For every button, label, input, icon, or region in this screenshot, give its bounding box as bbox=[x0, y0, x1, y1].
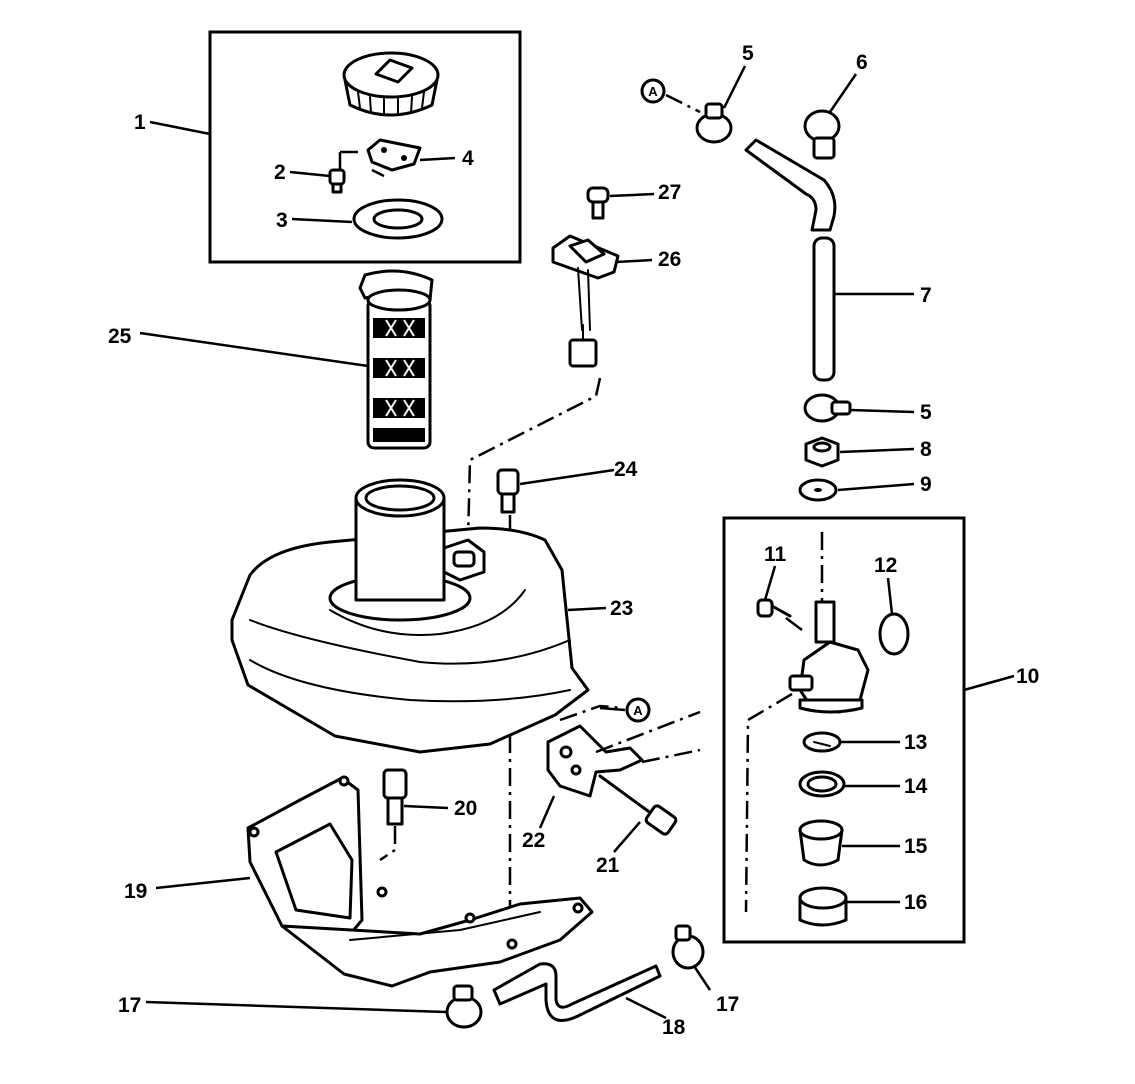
clamp-5-lower bbox=[803, 393, 852, 423]
callout-17-left: 17 bbox=[118, 994, 141, 1017]
callout-25: 25 bbox=[108, 325, 132, 348]
fuel-gauge bbox=[551, 234, 620, 368]
callout-4: 4 bbox=[462, 147, 474, 170]
callout-5-lower: 5 bbox=[920, 401, 932, 424]
callout-labels: 1 2 3 4 5 6 7 5 8 9 10 11 12 13 14 15 16… bbox=[108, 42, 1039, 1039]
cup-15 bbox=[798, 819, 844, 867]
callout-7: 7 bbox=[920, 284, 932, 307]
callout-27: 27 bbox=[658, 181, 681, 204]
o-ring-12 bbox=[878, 612, 910, 656]
gasket-14 bbox=[798, 770, 846, 798]
nut-8 bbox=[804, 436, 840, 468]
ring-nut-16 bbox=[798, 886, 848, 927]
screw-11 bbox=[756, 598, 792, 618]
callout-23: 23 bbox=[610, 597, 633, 620]
callout-26: 26 bbox=[658, 248, 681, 271]
callout-16: 16 bbox=[904, 891, 927, 914]
heat-shield bbox=[246, 775, 594, 988]
callout-13: 13 bbox=[904, 731, 927, 754]
callout-3: 3 bbox=[276, 209, 288, 232]
callout-8: 8 bbox=[920, 438, 932, 461]
ref-circle-a-top: A bbox=[640, 78, 666, 104]
callout-9: 9 bbox=[920, 473, 932, 496]
callout-24: 24 bbox=[614, 458, 638, 481]
callout-18: 18 bbox=[662, 1016, 686, 1039]
bracket-22 bbox=[546, 724, 644, 798]
fuel-cap bbox=[342, 51, 440, 117]
clamp-5-top bbox=[695, 102, 733, 144]
fuel-hose-7 bbox=[744, 138, 837, 382]
callout-11: 11 bbox=[764, 543, 787, 566]
clamp-17-left bbox=[445, 984, 483, 1029]
screw-27 bbox=[586, 186, 610, 220]
cap-assembly-box bbox=[208, 30, 522, 264]
clamp-6 bbox=[803, 109, 841, 160]
ref-circle-a-bottom: A bbox=[625, 697, 651, 723]
clamp-17-right bbox=[671, 924, 705, 970]
callout-10: 10 bbox=[1016, 665, 1039, 688]
callout-5-top: 5 bbox=[742, 42, 754, 65]
fuel-valve-box bbox=[722, 516, 966, 944]
callout-17-right: 17 bbox=[716, 993, 739, 1016]
bolt-24 bbox=[496, 468, 520, 514]
callout-21: 21 bbox=[596, 854, 620, 877]
callout-2: 2 bbox=[274, 161, 286, 184]
ref-a-bottom-label: A bbox=[633, 703, 643, 718]
callout-14: 14 bbox=[904, 775, 928, 798]
callout-6: 6 bbox=[856, 51, 868, 74]
vent-plate bbox=[366, 138, 422, 172]
callout-1: 1 bbox=[134, 111, 146, 134]
filter-13 bbox=[802, 731, 842, 753]
fuel-hose-18 bbox=[492, 962, 662, 1022]
strainer-mesh bbox=[373, 318, 425, 442]
strainer bbox=[358, 269, 434, 450]
callout-15: 15 bbox=[904, 835, 928, 858]
ref-a-top-label: A bbox=[648, 84, 658, 99]
bolt-21 bbox=[598, 774, 678, 836]
bolt-20 bbox=[382, 768, 408, 826]
leader-lines bbox=[139, 65, 1015, 1020]
callout-19: 19 bbox=[124, 880, 147, 903]
washer-9 bbox=[798, 478, 838, 502]
fuel-tank bbox=[230, 478, 590, 754]
gasket-3 bbox=[352, 198, 444, 240]
fuel-valve bbox=[788, 600, 870, 714]
callout-22: 22 bbox=[522, 829, 545, 852]
callout-12: 12 bbox=[874, 554, 897, 577]
screw-2 bbox=[328, 168, 346, 194]
callout-20: 20 bbox=[454, 797, 477, 820]
